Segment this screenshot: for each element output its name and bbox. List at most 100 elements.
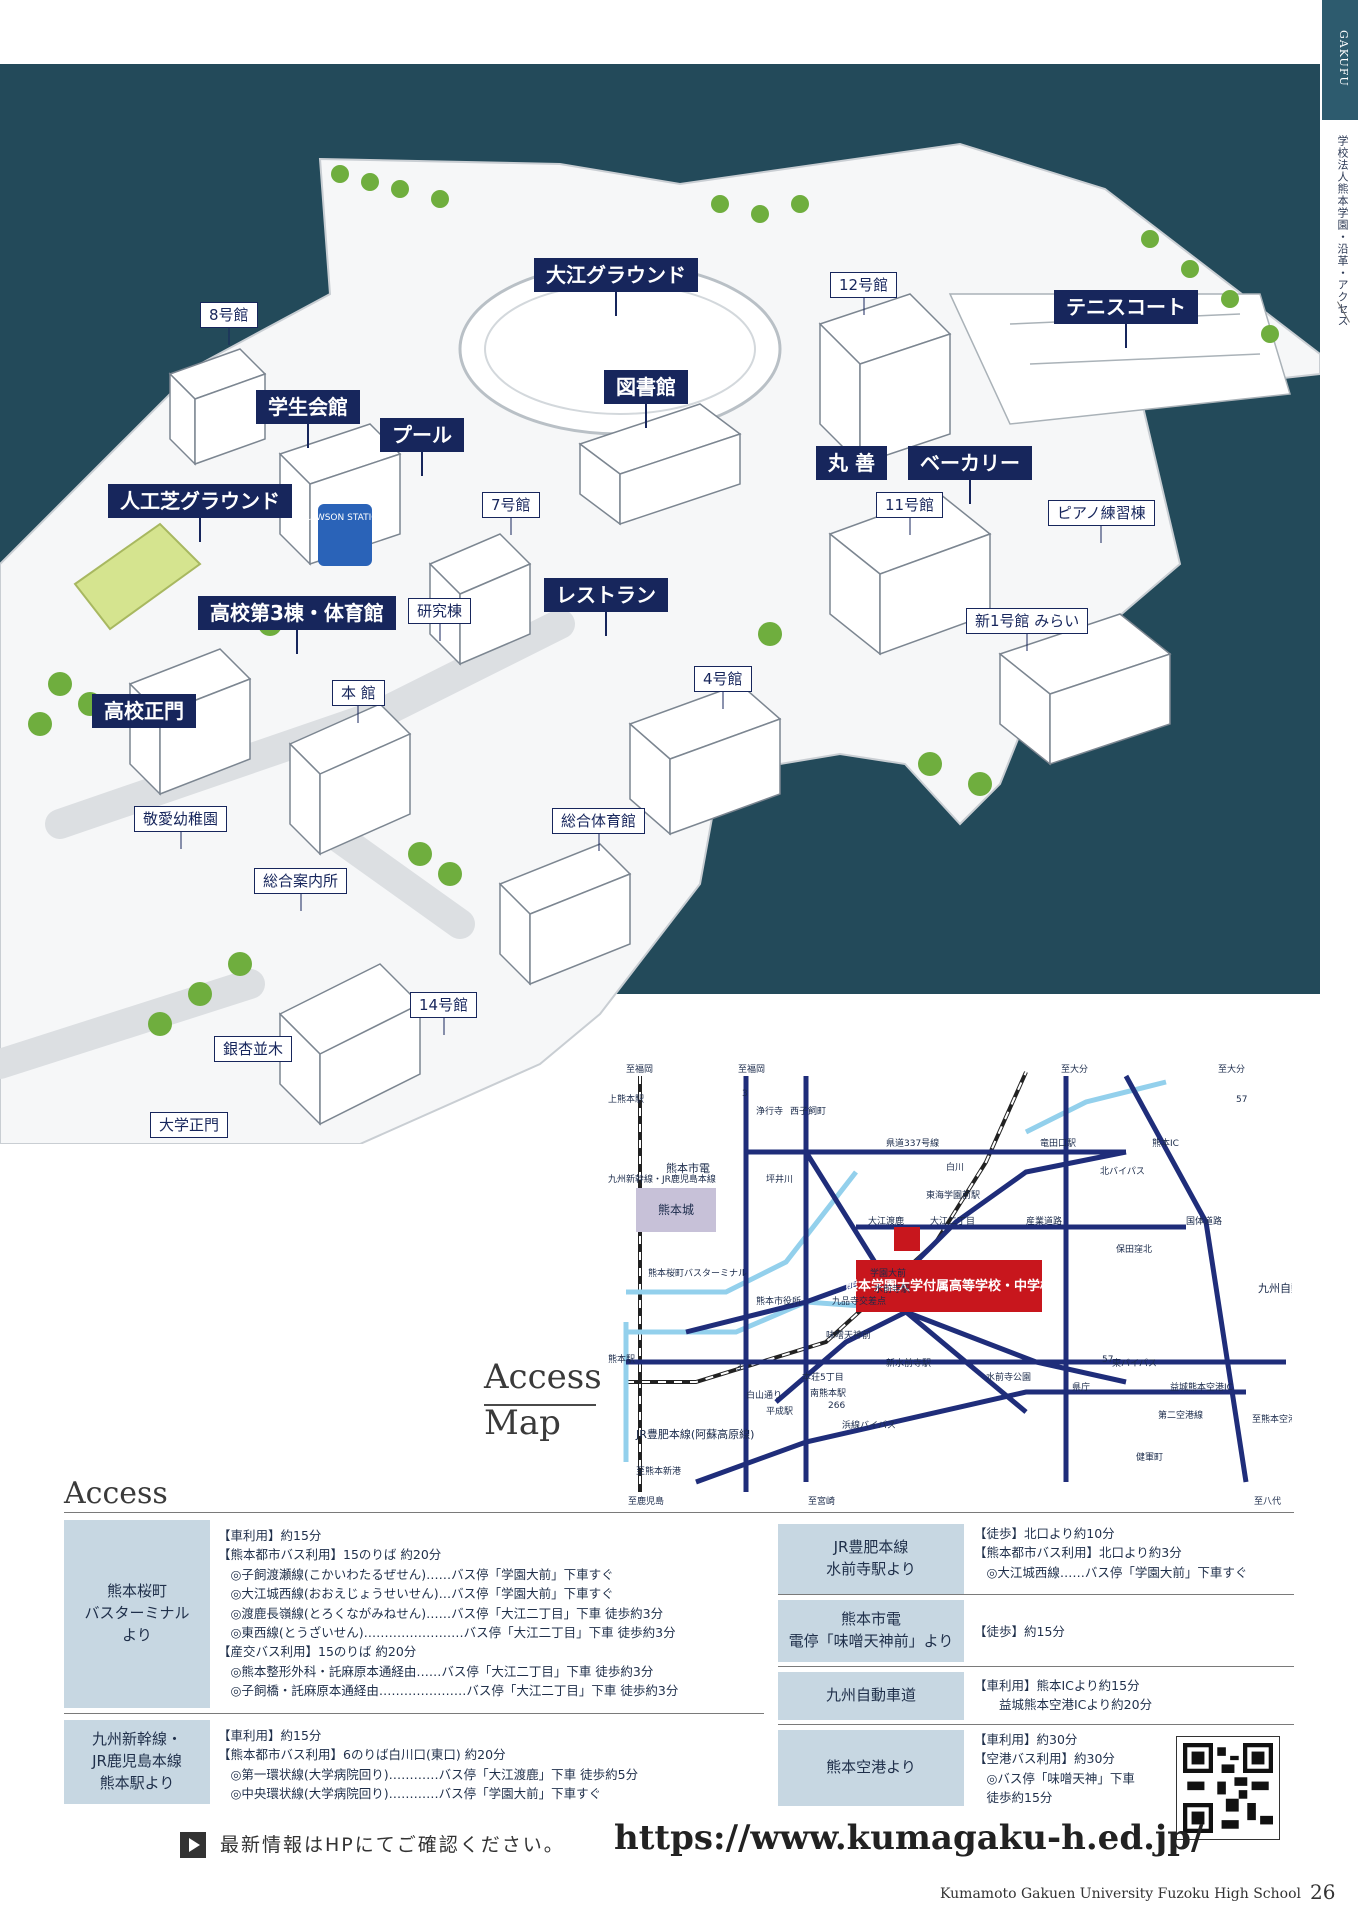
- jyogyoji: 浄行寺: [756, 1105, 783, 1117]
- label-oe-ground: 大江グラウンド: [534, 258, 698, 292]
- lawson-text: LAWSON STATION: [305, 513, 385, 523]
- label-research-bldg: 研究棟: [408, 598, 472, 624]
- second-airport-line: 第二空港線: [1158, 1409, 1203, 1421]
- sakuramachi-terminal: 熊本桜町バスターミナル: [648, 1267, 747, 1279]
- label-pool: プール: [380, 418, 464, 452]
- hodakubo-kita: 保田窪北: [1116, 1243, 1152, 1255]
- label-kindergarten: 敬愛幼稚園: [134, 806, 228, 832]
- gakuen-mae: 学園大前: [870, 1267, 906, 1279]
- shinkansen-line: 九州新幹線・JR鹿児島本線: [608, 1173, 716, 1185]
- shirayama-dori: 白山通り: [746, 1389, 782, 1401]
- notice-text: 最新情報はHPにてご確認ください。: [220, 1834, 565, 1856]
- route-3-sign-a: 3: [742, 1089, 748, 1099]
- footer-school-name: Kumamoto Gakuen University Fuzoku High S…: [940, 1886, 1301, 1902]
- kenguncho: 健軍町: [1136, 1451, 1163, 1463]
- access-row-5-head: 熊本空港より: [778, 1730, 964, 1806]
- sangyo-road: 産業道路: [1026, 1215, 1062, 1227]
- access-map-title: Access Map: [484, 1357, 602, 1443]
- access-row-0-rule: [64, 1713, 764, 1714]
- route-266-sign: 266: [828, 1401, 845, 1411]
- to-miyazaki: 至宮崎: [808, 1495, 835, 1507]
- kokutai-road: 国体道路: [1186, 1215, 1222, 1227]
- access-row-1-head: 九州新幹線・ JR鹿児島本線 熊本駅より: [64, 1720, 210, 1804]
- label-restaurant: レストラン: [544, 578, 668, 612]
- kumamoto-station: 熊本駅: [608, 1353, 635, 1365]
- label-bldg-14: 14号館: [410, 992, 478, 1018]
- label-bldg-11: 11号館: [876, 492, 944, 518]
- access-row-2-body: 【徒歩】北口より約10分 【熊本都市バス利用】北口より約3分 ◎大江城西線……バ…: [974, 1526, 1248, 1580]
- kita-bypass: 北バイパス: [1100, 1166, 1145, 1177]
- shin-suizenji: 新水前寺駅: [886, 1357, 931, 1369]
- side-subtitle: 学校法人熊本学園・沿革・アクセス: [1336, 135, 1349, 327]
- label-new-bldg1: 新1号館 みらい: [966, 608, 1089, 634]
- tennis-courts: [948, 293, 1291, 425]
- castle-label: 熊本城: [658, 1202, 694, 1217]
- school-marker: [894, 1227, 920, 1251]
- access-title-rule: [64, 1512, 1294, 1513]
- suizenji-park: 水前寺公園: [986, 1371, 1031, 1383]
- to-oita-2: 至大分: [1218, 1063, 1245, 1075]
- side-tab-label: GAKUFU: [1337, 30, 1350, 87]
- kuhonji-crossing: 九品寺交差点: [832, 1295, 886, 1307]
- campus-buildings: [128, 293, 1172, 1126]
- to-kumamoto-airport: 至熊本空港: [1252, 1413, 1292, 1425]
- access-title: Access: [64, 1476, 168, 1511]
- website-url-link[interactable]: https://www.kumagaku-h.ed.jp/: [614, 1818, 1204, 1858]
- higashi-bypass: 東バイパス: [1112, 1357, 1157, 1369]
- access-row-2-rule: [778, 1594, 1294, 1595]
- label-library: 図書館: [604, 370, 688, 404]
- label-bldg-7: 7号館: [482, 492, 540, 518]
- access-row-4-body: 【車利用】熊本ICより約15分 益城熊本空港ICより約20分: [974, 1678, 1153, 1713]
- to-kumamoto-new-port: 至熊本新港: [636, 1465, 681, 1477]
- route-map: 熊本学園大学付属高等学校・中学校 熊本城 至福岡 至福岡 至大分 至大分 至鹿児…: [608, 1063, 1292, 1507]
- play-arrow-icon: [180, 1832, 206, 1858]
- access-row-2-head: JR豊肥本線 水前寺駅より: [778, 1524, 964, 1594]
- tokai-gakuen-mae: 東海学園前駅: [926, 1189, 980, 1201]
- label-bakery: ベーカリー: [908, 446, 1032, 480]
- label-info-center: 総合案内所: [254, 868, 348, 894]
- access-row-3-head: 熊本市電 電停「味噌天神前」より: [778, 1600, 964, 1662]
- to-fukuoka-2: 至福岡: [738, 1063, 765, 1075]
- qr-code[interactable]: [1176, 1736, 1280, 1840]
- route-57-sign-a: 57: [1236, 1095, 1247, 1105]
- mashiki-ic: 益城熊本空港IC: [1170, 1381, 1233, 1393]
- shirakawa: 白川: [946, 1161, 964, 1173]
- expressway: 九州自動車道: [1258, 1281, 1292, 1295]
- city-hall: 熊本市役所: [756, 1295, 801, 1307]
- label-main-bldg: 本 館: [332, 680, 385, 706]
- access-row-4-head: 九州自動車道: [778, 1672, 964, 1720]
- to-kagoshima: 至鹿児島: [628, 1495, 664, 1507]
- tatsuta-station: 竜田口駅: [1040, 1137, 1076, 1149]
- jr-hohi-line: JR豊肥本線(阿蘇高原線): [635, 1427, 754, 1441]
- school-name: 熊本学園大学付属高等学校・中学校: [845, 1278, 1054, 1294]
- access-row-4-rule: [778, 1724, 1294, 1725]
- side-tab: [1322, 0, 1358, 120]
- qr-code-pattern: [1183, 1743, 1273, 1833]
- access-row-5-body: 【車利用】約30分 【空港バス利用】約30分 ◎バス停「味噌天神」下車 徒歩約1…: [974, 1732, 1135, 1806]
- label-bldg-12: 12号館: [830, 272, 898, 298]
- oe-toroku: 大江渡鹿: [868, 1215, 904, 1227]
- route-3-sign-b: 3: [736, 1363, 742, 1373]
- heisei-station: 平成駅: [766, 1405, 793, 1417]
- prefecture-office: 県庁: [1072, 1381, 1090, 1393]
- label-ginkgo-avenue: 銀杏並木: [214, 1036, 293, 1062]
- label-general-gym: 総合体育館: [552, 808, 646, 834]
- to-yatsushiro: 至八代: [1254, 1496, 1281, 1507]
- label-artificial-turf: 人工芝グラウンド: [108, 484, 292, 518]
- label-hs-main-gate: 高校正門: [92, 694, 196, 728]
- tsuboi-river: 坪井川: [766, 1173, 793, 1185]
- label-piano-hall: ピアノ練習棟: [1048, 500, 1155, 526]
- page-number: 26: [1310, 1880, 1336, 1904]
- label-student-union: 学生会館: [256, 390, 360, 424]
- nishikoucho: 西子飼町: [790, 1105, 826, 1117]
- to-oita-1: 至大分: [1061, 1063, 1088, 1075]
- label-tennis-court: テニスコート: [1054, 290, 1198, 324]
- access-row-1-body: 【車利用】約15分 【熊本都市バス利用】6のりば白川口(東口) 約20分 ◎第一…: [218, 1728, 639, 1802]
- label-maruzen: 丸 善: [816, 446, 887, 480]
- misoten-mae: 味噌天神前: [826, 1329, 871, 1341]
- castle-area: [636, 1188, 716, 1232]
- tram-label: 熊本市電: [666, 1161, 710, 1175]
- route-337: 県道337号線: [886, 1137, 939, 1149]
- to-fukuoka-1: 至福岡: [626, 1063, 653, 1075]
- access-row-0-body: 【車利用】約15分 【熊本都市バス利用】15のりば 約20分 ◎子飼渡瀬線(こか…: [218, 1528, 679, 1698]
